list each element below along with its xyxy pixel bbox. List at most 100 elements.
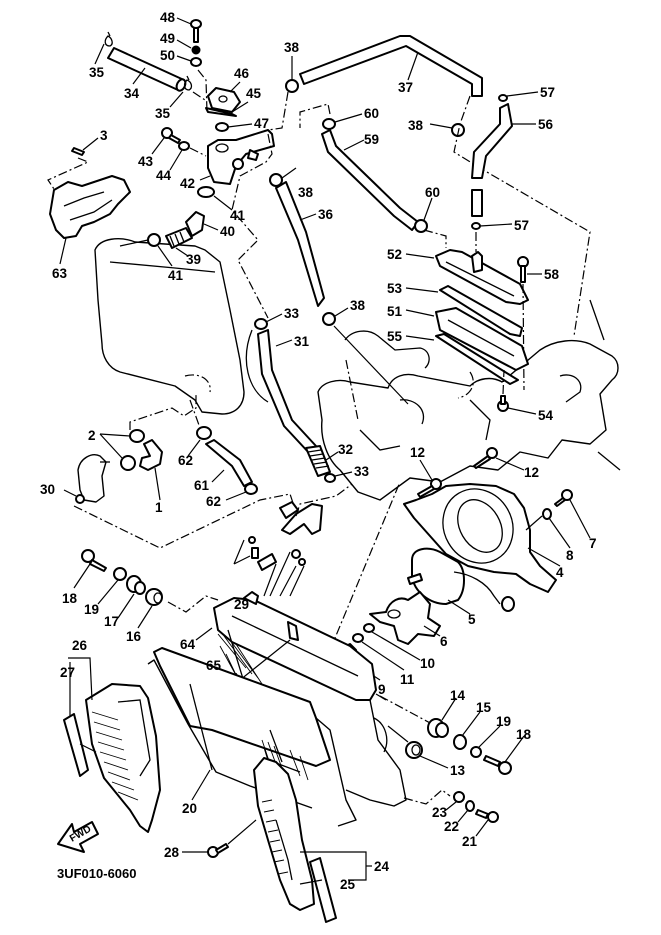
callout-59[interactable]: 59: [364, 132, 379, 147]
callout-50[interactable]: 50: [160, 48, 175, 63]
thermo-switch-assy: [248, 501, 323, 571]
callout-56[interactable]: 56: [538, 117, 554, 132]
callout-19-right[interactable]: 19: [496, 714, 511, 729]
callout-65[interactable]: 65: [206, 658, 222, 673]
callout-37[interactable]: 37: [398, 80, 413, 95]
callout-33-upper[interactable]: 33: [284, 306, 300, 321]
callout-36[interactable]: 36: [318, 207, 334, 222]
callout-22[interactable]: 22: [444, 819, 459, 834]
callout-1[interactable]: 1: [155, 500, 163, 515]
hose-39: [165, 227, 193, 249]
callout-9[interactable]: 9: [378, 682, 386, 697]
screw-28: [207, 843, 229, 858]
fwd-direction-arrow: FWD: [57, 821, 99, 853]
callout-32[interactable]: 32: [338, 442, 353, 457]
callout-62-lower[interactable]: 62: [206, 494, 221, 509]
callout-34[interactable]: 34: [124, 86, 140, 101]
callout-44[interactable]: 44: [156, 168, 172, 183]
callout-18-left[interactable]: 18: [62, 591, 78, 606]
callout-45[interactable]: 45: [246, 86, 262, 101]
callout-55[interactable]: 55: [387, 329, 403, 344]
clamp-38-top: [285, 79, 299, 93]
callout-11[interactable]: 11: [400, 672, 415, 687]
callout-31[interactable]: 31: [294, 334, 310, 349]
callout-25[interactable]: 25: [340, 877, 356, 892]
callout-35-upper[interactable]: 35: [89, 65, 105, 80]
grommet-16: [145, 588, 163, 606]
callout-23[interactable]: 23: [432, 805, 448, 820]
callout-6[interactable]: 6: [440, 634, 448, 649]
callout-60-lower[interactable]: 60: [425, 185, 440, 200]
callout-17[interactable]: 17: [104, 614, 119, 629]
callout-46[interactable]: 46: [234, 66, 250, 81]
callout-12-right[interactable]: 12: [524, 465, 539, 480]
callout-53[interactable]: 53: [387, 281, 403, 296]
callout-10[interactable]: 10: [420, 656, 435, 671]
callout-3[interactable]: 3: [100, 128, 108, 143]
callout-38-lower[interactable]: 38: [350, 298, 366, 313]
hose-56: [471, 103, 513, 179]
callout-43[interactable]: 43: [138, 154, 154, 169]
callout-38-mid[interactable]: 38: [298, 185, 314, 200]
callout-63[interactable]: 63: [52, 266, 68, 281]
callout-58[interactable]: 58: [544, 267, 560, 282]
bolt-43: [161, 127, 181, 144]
callout-20[interactable]: 20: [182, 801, 197, 816]
clamp-2-upper: [129, 429, 145, 443]
callout-13[interactable]: 13: [450, 763, 466, 778]
fan-motor: [407, 547, 515, 612]
callout-64[interactable]: 64: [180, 637, 196, 652]
callout-62-upper[interactable]: 62: [178, 453, 193, 468]
callout-4[interactable]: 4: [556, 565, 564, 580]
gasket-55: [435, 333, 519, 385]
callout-24[interactable]: 24: [374, 859, 390, 874]
callout-47[interactable]: 47: [254, 116, 269, 131]
callout-12-left[interactable]: 12: [410, 445, 425, 460]
callout-60-upper[interactable]: 60: [364, 106, 379, 121]
callout-39[interactable]: 39: [186, 252, 201, 267]
clip-57-upper: [498, 94, 508, 102]
collar-23: [453, 791, 465, 803]
callout-61[interactable]: 61: [194, 478, 210, 493]
callout-41-lower[interactable]: 41: [168, 268, 184, 283]
callout-15[interactable]: 15: [476, 700, 492, 715]
callout-40[interactable]: 40: [220, 224, 235, 239]
callout-42[interactable]: 42: [180, 176, 195, 191]
callout-21[interactable]: 21: [462, 834, 478, 849]
callout-26[interactable]: 26: [72, 638, 88, 653]
callout-38-top[interactable]: 38: [284, 40, 300, 55]
callout-2[interactable]: 2: [88, 428, 96, 443]
callout-41-upper[interactable]: 41: [230, 208, 246, 223]
callout-48[interactable]: 48: [160, 10, 176, 25]
callout-57-lower[interactable]: 57: [514, 218, 529, 233]
callout-19-left[interactable]: 19: [84, 602, 99, 617]
callout-29[interactable]: 29: [234, 597, 249, 612]
callout-8[interactable]: 8: [566, 548, 574, 563]
callout-35-lower[interactable]: 35: [155, 106, 171, 121]
callout-16[interactable]: 16: [126, 629, 142, 644]
bolt-54: [497, 395, 509, 412]
washer-22: [465, 800, 475, 812]
callout-51[interactable]: 51: [387, 304, 403, 319]
callout-14[interactable]: 14: [450, 688, 466, 703]
callout-57-upper[interactable]: 57: [540, 85, 555, 100]
washer-19-right: [470, 746, 482, 758]
clamp-60-lower: [414, 219, 428, 233]
callout-54[interactable]: 54: [538, 408, 554, 423]
callout-30[interactable]: 30: [40, 482, 55, 497]
callout-33-lower[interactable]: 33: [354, 464, 370, 479]
callout-49[interactable]: 49: [160, 31, 175, 46]
callout-38-right[interactable]: 38: [408, 118, 424, 133]
callout-7[interactable]: 7: [589, 536, 597, 551]
engine-outline: [94, 238, 621, 501]
callout-28[interactable]: 28: [164, 845, 180, 860]
callout-5[interactable]: 5: [468, 612, 476, 627]
gasket-50: [190, 57, 202, 67]
bolt-21: [475, 809, 499, 823]
thermostat-cover: [207, 87, 241, 113]
callout-27[interactable]: 27: [60, 665, 75, 680]
washer-19-left: [113, 567, 127, 581]
washer-8: [542, 508, 552, 520]
callout-18-right[interactable]: 18: [516, 727, 532, 742]
callout-52[interactable]: 52: [387, 247, 402, 262]
